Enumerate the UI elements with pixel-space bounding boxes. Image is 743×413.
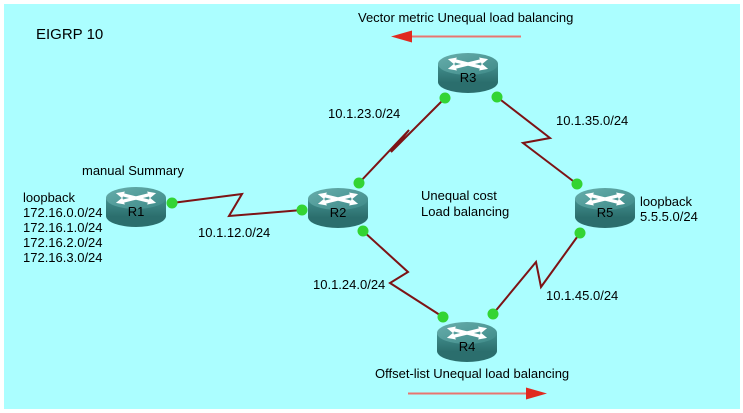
r1-loopback-title: loopback bbox=[23, 190, 76, 205]
link-r1-r2[interactable] bbox=[171, 192, 303, 218]
manual-summary-note: manual Summary bbox=[82, 163, 184, 178]
led-icon bbox=[437, 311, 449, 323]
link-r2-r4[interactable] bbox=[362, 230, 444, 318]
link-r4-r5[interactable] bbox=[492, 232, 581, 315]
interface-led-group bbox=[166, 91, 586, 323]
r5-loopback-net: 5.5.5.0/24 bbox=[640, 209, 698, 224]
center-annotation-line1: Unequal cost bbox=[421, 188, 497, 203]
link-label-10-1-24: 10.1.24.0/24 bbox=[313, 277, 386, 292]
router-r1[interactable]: R1 bbox=[105, 185, 167, 229]
led-icon bbox=[439, 92, 451, 104]
r1-loopback-net: 172.16.0.0/24 bbox=[23, 205, 103, 220]
bottom-annotation: Offset-list Unequal load balancing bbox=[375, 366, 570, 381]
r1-loopback-net: 172.16.2.0/24 bbox=[23, 235, 103, 250]
arrow-left-icon bbox=[391, 30, 412, 43]
r5-loopback-list: loopback 5.5.5.0/24 bbox=[640, 194, 698, 224]
diagram-title: EIGRP 10 bbox=[36, 26, 104, 43]
router-label: R1 bbox=[127, 204, 145, 219]
router-r3[interactable]: R3 bbox=[437, 51, 499, 95]
router-label: R4 bbox=[458, 339, 476, 354]
r5-loopback-title: loopback bbox=[640, 194, 693, 209]
r1-loopback-list: loopback 172.16.0.0/24 172.16.1.0/24 172… bbox=[23, 190, 103, 265]
link-r2-r3[interactable] bbox=[358, 97, 446, 184]
link-label-10-1-12: 10.1.12.0/24 bbox=[198, 225, 271, 240]
router-r5[interactable]: R5 bbox=[574, 186, 636, 230]
led-icon bbox=[571, 178, 583, 190]
router-r2[interactable]: R2 bbox=[307, 186, 369, 230]
center-annotation-line2: Load balancing bbox=[421, 204, 510, 219]
link-r3-r5[interactable] bbox=[496, 96, 578, 185]
router-label: R5 bbox=[596, 205, 614, 220]
led-icon bbox=[357, 225, 369, 237]
arrow-right-icon bbox=[526, 387, 547, 400]
top-annotation: Vector metric Unequal load balancing bbox=[358, 10, 574, 25]
top-flow-arrow bbox=[391, 30, 521, 43]
link-label-10-1-45: 10.1.45.0/24 bbox=[546, 288, 619, 303]
r1-loopback-net: 172.16.1.0/24 bbox=[23, 220, 103, 235]
r1-loopback-net: 172.16.3.0/24 bbox=[23, 250, 103, 265]
center-annotation: Unequal cost Load balancing bbox=[421, 188, 509, 220]
router-label: R2 bbox=[329, 205, 347, 220]
router-label: R3 bbox=[459, 70, 477, 85]
link-label-10-1-35: 10.1.35.0/24 bbox=[556, 113, 629, 128]
router-r4[interactable]: R4 bbox=[436, 320, 498, 364]
led-icon bbox=[353, 177, 365, 189]
link-label-10-1-23: 10.1.23.0/24 bbox=[328, 106, 401, 121]
led-icon bbox=[296, 204, 308, 216]
led-icon bbox=[491, 91, 503, 103]
led-icon bbox=[487, 308, 499, 320]
led-icon bbox=[166, 197, 178, 209]
led-icon bbox=[574, 227, 586, 239]
bottom-flow-arrow bbox=[408, 387, 547, 400]
